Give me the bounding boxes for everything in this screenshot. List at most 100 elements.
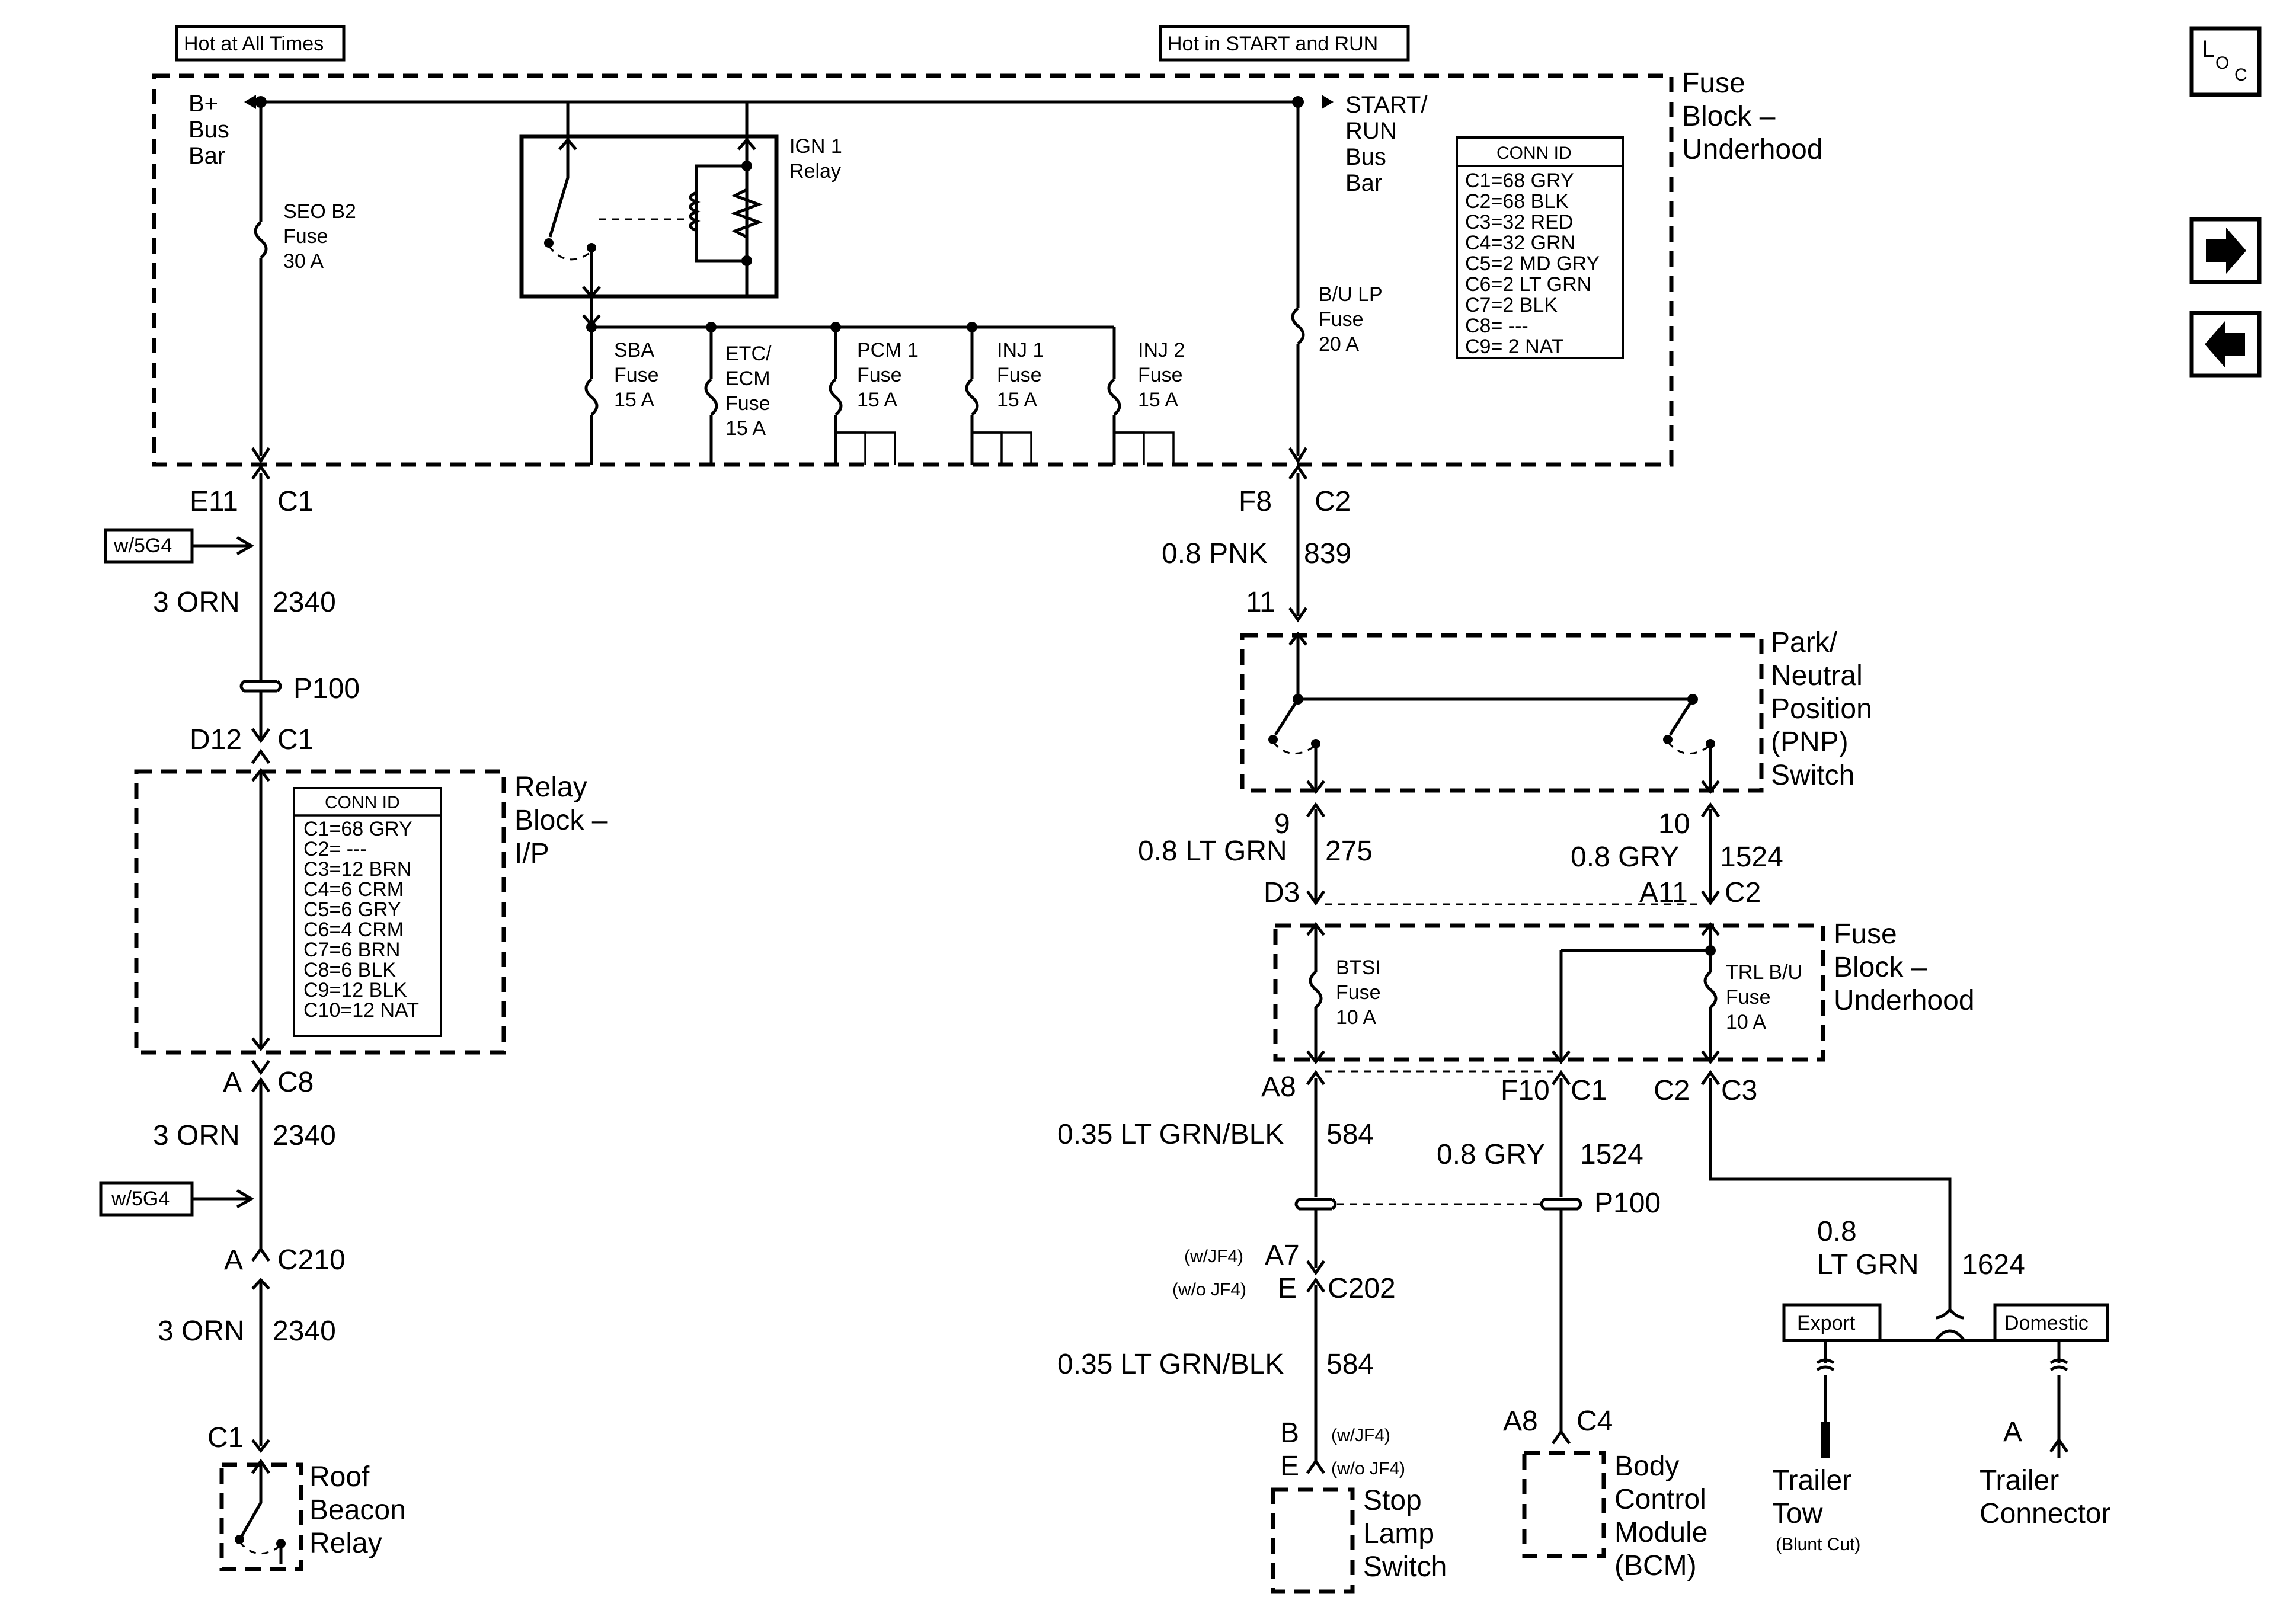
svg-text:START/: START/ — [1345, 92, 1428, 118]
wire-gauge-orn-3: 3 ORN — [158, 1315, 245, 1347]
conn-f8: F8 — [1239, 486, 1272, 517]
svg-text:Fuse: Fuse — [1336, 981, 1381, 1004]
pin-10: 10 — [1658, 808, 1690, 840]
svg-text:Control: Control — [1614, 1484, 1706, 1515]
p100-label-right: P100 — [1594, 1188, 1661, 1219]
fuse-label-line: Fuse — [1138, 364, 1183, 386]
svg-text:Lamp: Lamp — [1363, 1518, 1434, 1550]
svg-text:Bar: Bar — [188, 143, 225, 169]
svg-text:Tow: Tow — [1772, 1498, 1823, 1529]
circuit-1524-b: 1524 — [1580, 1139, 1643, 1170]
b-plus-bus-bar-label: B+ Bus Bar — [188, 91, 229, 169]
svg-text:Switch: Switch — [1771, 760, 1854, 791]
relay-block-ip — [134, 769, 506, 1055]
svg-text:Relay: Relay — [789, 160, 841, 183]
svg-text:Underhood: Underhood — [1682, 134, 1823, 165]
svg-text:Position: Position — [1771, 693, 1872, 725]
svg-text:Hot in START and RUN: Hot in START and RUN — [1168, 33, 1378, 55]
conn-id-title-top: CONN ID — [1496, 143, 1572, 163]
conn-id-entry: C3=12 BRN — [303, 858, 411, 881]
pin-a7: A7 — [1265, 1240, 1300, 1271]
conn-id-entry: C8=6 BLK — [303, 959, 396, 981]
blunt-cut-label: (Blunt Cut) — [1776, 1535, 1860, 1554]
svg-text:IGN 1: IGN 1 — [789, 135, 842, 158]
fuse-label-line: Fuse — [857, 364, 902, 386]
svg-text:Roof: Roof — [309, 1461, 370, 1493]
pin-e-c202: E — [1278, 1273, 1297, 1304]
conn-id-entry: C4=32 GRN — [1465, 232, 1575, 254]
svg-text:Fuse: Fuse — [1682, 68, 1745, 99]
svg-text:Block –: Block – — [1834, 952, 1927, 983]
conn-id-entry: C9= 2 NAT — [1465, 335, 1564, 358]
loc-button[interactable]: L O C — [2189, 26, 2262, 97]
fuse-3: PCM 1 Fuse 15 A — [829, 327, 919, 465]
svg-text:Export: Export — [1797, 1312, 1856, 1334]
stop-lamp-switch-box — [1271, 1487, 1355, 1594]
circuit-2340-3: 2340 — [273, 1315, 336, 1347]
svg-text:Domestic: Domestic — [2004, 1312, 2089, 1334]
svg-text:Fuse: Fuse — [1834, 918, 1897, 950]
conn-id-entry: C8= --- — [1465, 315, 1528, 337]
loc-letter-c: C — [2234, 65, 2247, 85]
fuse-label-line: SBA — [614, 339, 654, 361]
bu-lp-fuse-symbol — [1291, 307, 1305, 345]
conn-id-entry: C3=32 RED — [1465, 211, 1573, 233]
w5g4-tag-1: w/5G4 — [104, 528, 254, 564]
svg-text:SEO B2: SEO B2 — [283, 200, 356, 223]
fuse-label-line: 15 A — [614, 389, 654, 411]
fuse-block-underhood-top — [152, 73, 1674, 467]
conn-id-entry: C7=6 BRN — [303, 939, 400, 961]
fuse-label-line: 15 A — [725, 417, 766, 440]
conn-a8-bcm: A8 — [1503, 1406, 1538, 1437]
svg-text:B+: B+ — [188, 91, 218, 117]
wjf4-label-a: (w/JF4) — [1184, 1247, 1243, 1266]
p100-splice-left — [239, 680, 282, 693]
fuse-label-line: ECM — [725, 367, 770, 390]
seo-b2-fuse-label: SEO B2 Fuse 30 A — [283, 200, 356, 273]
prev-page-button[interactable] — [2189, 311, 2262, 378]
fuse-label-line: PCM 1 — [857, 339, 919, 361]
svg-text:Fuse: Fuse — [1726, 986, 1771, 1009]
wojf4-label-b: (w/o JF4) — [1331, 1459, 1405, 1478]
wire-gauge-gry-2: 0.8 GRY — [1437, 1139, 1545, 1170]
wojf4-label-a: (w/o JF4) — [1172, 1280, 1246, 1299]
btsi-fuse-symbol — [1309, 971, 1323, 1009]
conn-id-entry: C6=4 CRM — [303, 918, 404, 941]
conn-id-entry: C10=12 NAT — [303, 999, 419, 1022]
export-tag: Export — [1782, 1303, 1882, 1342]
fuse-label-line: Fuse — [725, 392, 770, 415]
conn-c2-top: C2 — [1315, 486, 1351, 517]
svg-text:10 A: 10 A — [1336, 1006, 1376, 1029]
conn-id-table-relay — [293, 787, 442, 1037]
bcm-box — [1522, 1451, 1606, 1558]
svg-text:Stop: Stop — [1363, 1485, 1422, 1516]
wire-gauge-08: 0.8 — [1817, 1216, 1857, 1247]
next-page-button[interactable] — [2189, 217, 2262, 284]
svg-text:Trailer: Trailer — [1772, 1465, 1851, 1496]
svg-text:20 A: 20 A — [1319, 333, 1359, 356]
circuit-275: 275 — [1325, 836, 1373, 867]
conn-e11: E11 — [190, 486, 238, 517]
header-hot-all-times: Hot at All Times — [175, 25, 346, 62]
svg-text:Underhood: Underhood — [1834, 985, 1975, 1016]
seo-b2-fuse-symbol — [254, 221, 268, 259]
wire-gauge-ltgrnblk-2: 0.35 LT GRN/BLK — [1057, 1349, 1284, 1380]
svg-text:w/5G4: w/5G4 — [111, 1188, 170, 1210]
svg-text:Relay: Relay — [309, 1528, 382, 1559]
wire-gauge-ltgrnblk-1: 0.35 LT GRN/BLK — [1057, 1119, 1284, 1150]
svg-text:Module: Module — [1614, 1517, 1707, 1548]
svg-text:Neutral: Neutral — [1771, 660, 1863, 692]
svg-text:Fuse: Fuse — [283, 225, 328, 248]
fuse-block-underhood-lower — [1273, 923, 1825, 1062]
fuse-block-lower-label: Fuse Block – Underhood — [1834, 918, 1975, 1016]
svg-text:Beacon: Beacon — [309, 1494, 406, 1526]
bu-lp-fuse-label: B/U LP Fuse 20 A — [1319, 283, 1383, 356]
fuse-label-line: 15 A — [857, 389, 897, 411]
svg-text:Bar: Bar — [1345, 170, 1382, 196]
conn-id-entry: C5=6 GRY — [303, 898, 401, 921]
ign-1-relay-box — [519, 134, 779, 299]
